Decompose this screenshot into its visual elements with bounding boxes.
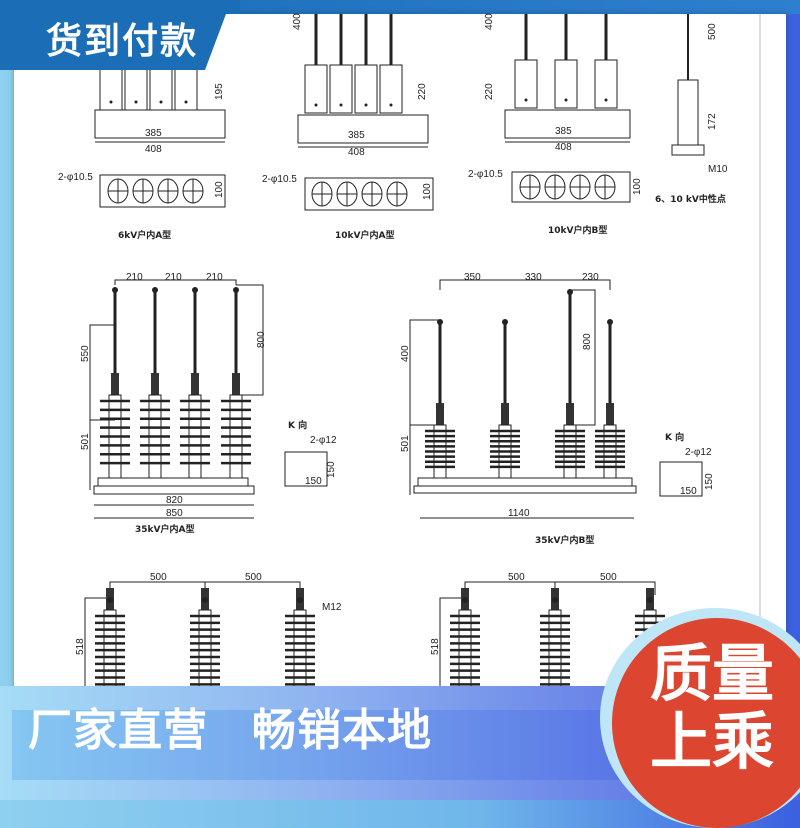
dim-top: 500 xyxy=(707,23,718,40)
dim-hole: 2-φ10.5 xyxy=(58,172,93,183)
dim-width-inner: 385 xyxy=(145,128,162,139)
dim-vertical-2: 800 xyxy=(256,331,267,348)
dim-slot-2: 150 xyxy=(704,473,715,490)
drawing-10kv-indoor-b: 400 220 385 408 2-φ10.5 100 10kV户内B型 xyxy=(468,13,643,236)
dim-spacing-2: 500 xyxy=(245,572,262,583)
dim-vertical-3: 501 xyxy=(400,435,411,452)
dim-depth: 100 xyxy=(214,181,225,198)
dim-spacing-1: 210 xyxy=(126,272,143,283)
caption: 6kV户内A型 xyxy=(118,229,171,241)
dim-width-inner: 820 xyxy=(166,495,183,506)
dim-spacing-2: 330 xyxy=(525,272,542,283)
drawing-10kv-indoor-a: 400 220 385 408 2-φ10.5 100 10kV户内A型 xyxy=(262,13,434,241)
dim-spacing-1: 500 xyxy=(150,572,167,583)
dim-vertical-2: 800 xyxy=(582,333,593,350)
technical-drawing-sheet: 385 408 195 2-φ10.5 100 6kV户内A型 400 220 … xyxy=(14,13,786,705)
dim-depth: 100 xyxy=(422,183,433,200)
drawing-35kv-indoor-b: 350 330 230 400 800 501 1140 35kV户内B型 K … xyxy=(400,272,715,546)
caption: 6、10 kV中性点 xyxy=(655,193,726,205)
dim-width-outer: 408 xyxy=(555,142,572,153)
caption: 10kV户内A型 xyxy=(335,229,394,241)
banner-right-text: 畅销本地 xyxy=(252,705,432,756)
dim-vertical: 518 xyxy=(75,638,86,655)
dim-top: 400 xyxy=(292,13,303,30)
dim-spacing-3: 210 xyxy=(206,272,223,283)
dim-slot-1: 150 xyxy=(680,486,697,497)
badge-label: 货到付款 xyxy=(46,21,199,62)
dim-vertical: 518 xyxy=(430,638,441,655)
dim-hole: 2-φ10.5 xyxy=(468,169,503,180)
banner-text: 厂家直营畅销本地 xyxy=(28,694,432,758)
dim-spacing-1: 500 xyxy=(508,572,525,583)
seal-line-2: 上乘 xyxy=(650,705,775,778)
caption: 35kV户内B型 xyxy=(535,534,594,546)
seal-text: 质量 上乘 xyxy=(650,640,800,776)
dim-width-outer: 408 xyxy=(145,144,162,155)
drawing-35kv-indoor-a: 210 210 210 550 800 501 820 850 35kV户内A型… xyxy=(80,272,337,535)
seal-circle: 质量 上乘 xyxy=(612,618,800,828)
drawing-bottom-a: 500 500 518 M12 xyxy=(75,572,342,705)
quality-seal: 质量 上乘 xyxy=(600,608,800,828)
dim-depth: 100 xyxy=(632,178,643,195)
dim-width-outer: 408 xyxy=(348,147,365,158)
dim-width: 1140 xyxy=(508,508,530,519)
dim-spacing-1: 350 xyxy=(464,272,481,283)
dim-top: 400 xyxy=(484,13,495,30)
dim-bolt: M12 xyxy=(322,602,342,613)
dim-hole: 2-φ12 xyxy=(685,447,712,458)
dim-spacing-2: 210 xyxy=(165,272,182,283)
banner-left-text: 厂家直营 xyxy=(28,705,208,756)
view-label: K 向 xyxy=(288,419,307,431)
drawing-6kv-indoor-a: 385 408 195 2-φ10.5 100 6kV户内A型 xyxy=(58,61,226,241)
banner-band xyxy=(12,710,622,780)
dim-height: 195 xyxy=(214,83,225,100)
dim-hole: 2-φ10.5 xyxy=(262,174,297,185)
dim-height: 172 xyxy=(707,113,718,130)
seal-line-1: 质量 xyxy=(650,637,775,710)
caption: 10kV户内B型 xyxy=(548,224,607,236)
cash-on-delivery-badge: 货到付款 xyxy=(0,0,240,70)
dim-vertical-1: 400 xyxy=(400,345,411,362)
caption: 35kV户内A型 xyxy=(135,523,194,535)
dim-vertical-3: 501 xyxy=(80,433,91,450)
dim-width-outer: 850 xyxy=(166,508,183,519)
dim-spacing-3: 230 xyxy=(582,272,599,283)
dim-slot-1: 150 xyxy=(305,476,322,487)
dim-slot-2: 150 xyxy=(326,461,337,478)
dim-spacing-2: 500 xyxy=(600,572,617,583)
dim-width-inner: 385 xyxy=(555,126,572,137)
dim-vertical-1: 550 xyxy=(80,345,91,362)
dim-width-inner: 385 xyxy=(348,130,365,141)
arrester-dimension-drawing: 385 408 195 2-φ10.5 100 6kV户内A型 400 220 … xyxy=(58,13,761,705)
dim-height: 220 xyxy=(484,83,495,100)
dim-bolt: M10 xyxy=(708,164,728,175)
dim-hole: 2-φ12 xyxy=(310,435,337,446)
view-label: K 向 xyxy=(665,431,684,443)
drawing-neutral-point: 500 172 M10 6、10 kV中性点 xyxy=(655,14,728,205)
dim-height: 220 xyxy=(417,83,428,100)
